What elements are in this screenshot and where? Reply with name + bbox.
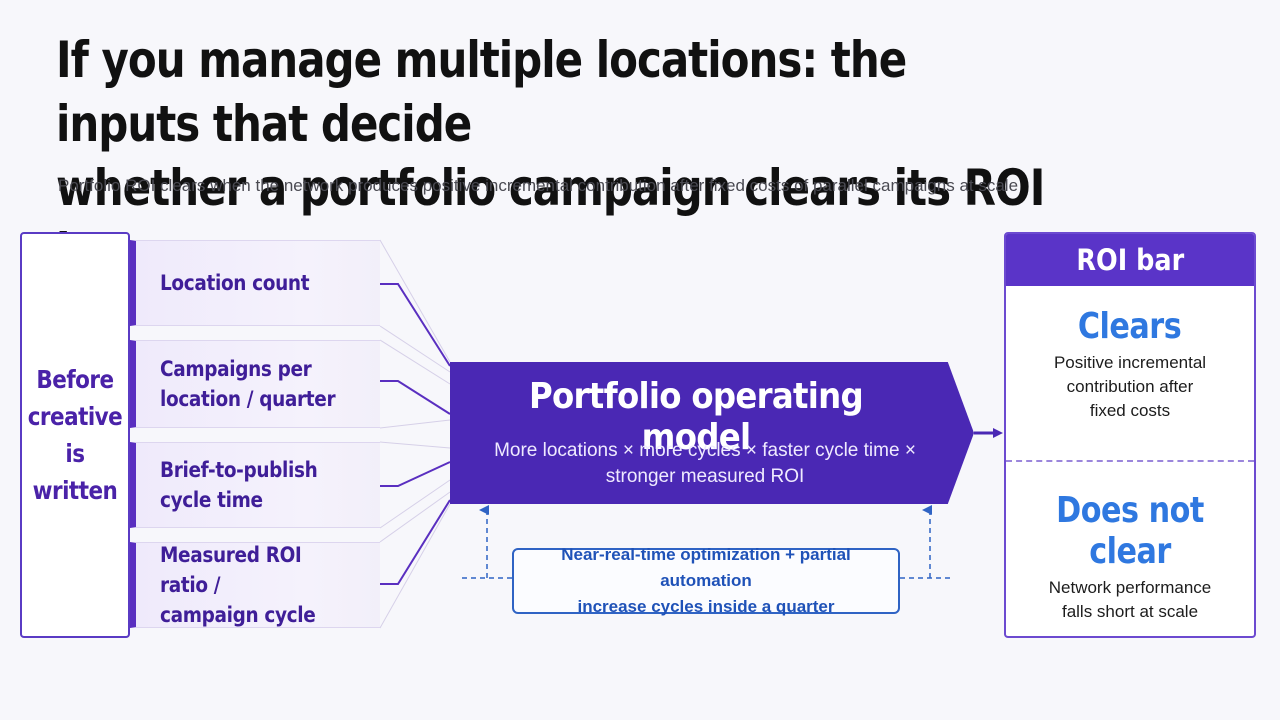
- input-location-count: Location count: [130, 240, 380, 326]
- input-label: Brief-to-publish cycle time: [160, 458, 318, 512]
- input-label: Location count: [160, 271, 310, 295]
- input-campaigns-per-location: Campaigns per location / quarter: [130, 340, 380, 428]
- roi-bar-title: ROI bar: [1076, 243, 1184, 277]
- input-label: Campaigns per location / quarter: [160, 357, 336, 411]
- before-creative-box: Before creative is written: [20, 232, 130, 638]
- roi-not-clear-description: Network performance falls short at scale: [1048, 578, 1212, 621]
- model-description: More locations × more cycles × faster cy…: [494, 440, 916, 487]
- roi-not-clear-section: Does not clear Network performance falls…: [1006, 490, 1254, 624]
- roi-bar-header: ROI bar: [1006, 234, 1254, 286]
- portfolio-model-box: Portfolio operating model More locations…: [450, 362, 974, 504]
- roi-clears-section: Clears Positive incremental contribution…: [1006, 306, 1254, 423]
- roi-bar-panel: ROI bar Clears Positive incremental cont…: [1004, 232, 1256, 638]
- optimization-box: Near-real-time optimization + partial au…: [512, 545, 900, 616]
- roi-clears-label: Clears: [1078, 306, 1182, 347]
- page-title: If you manage multiple locations: the in…: [56, 31, 1045, 281]
- roi-divider: [1006, 460, 1254, 462]
- fan-guide-lines: [379, 239, 451, 629]
- input-label: Measured ROI ratio / campaign cycle: [160, 543, 316, 627]
- optimization-label: Near-real-time optimization + partial au…: [561, 545, 851, 616]
- input-measured-roi: Measured ROI ratio / campaign cycle: [130, 542, 380, 628]
- page-subtitle: Portfolio ROI clears when the network pr…: [58, 176, 1019, 195]
- input-brief-to-publish: Brief-to-publish cycle time: [130, 442, 380, 528]
- roi-not-clear-label: Does not clear: [1056, 490, 1204, 572]
- roi-clears-description: Positive incremental contribution after …: [1053, 353, 1207, 420]
- model-title: Portfolio operating model: [528, 376, 864, 458]
- before-creative-label: Before creative is written: [27, 365, 123, 505]
